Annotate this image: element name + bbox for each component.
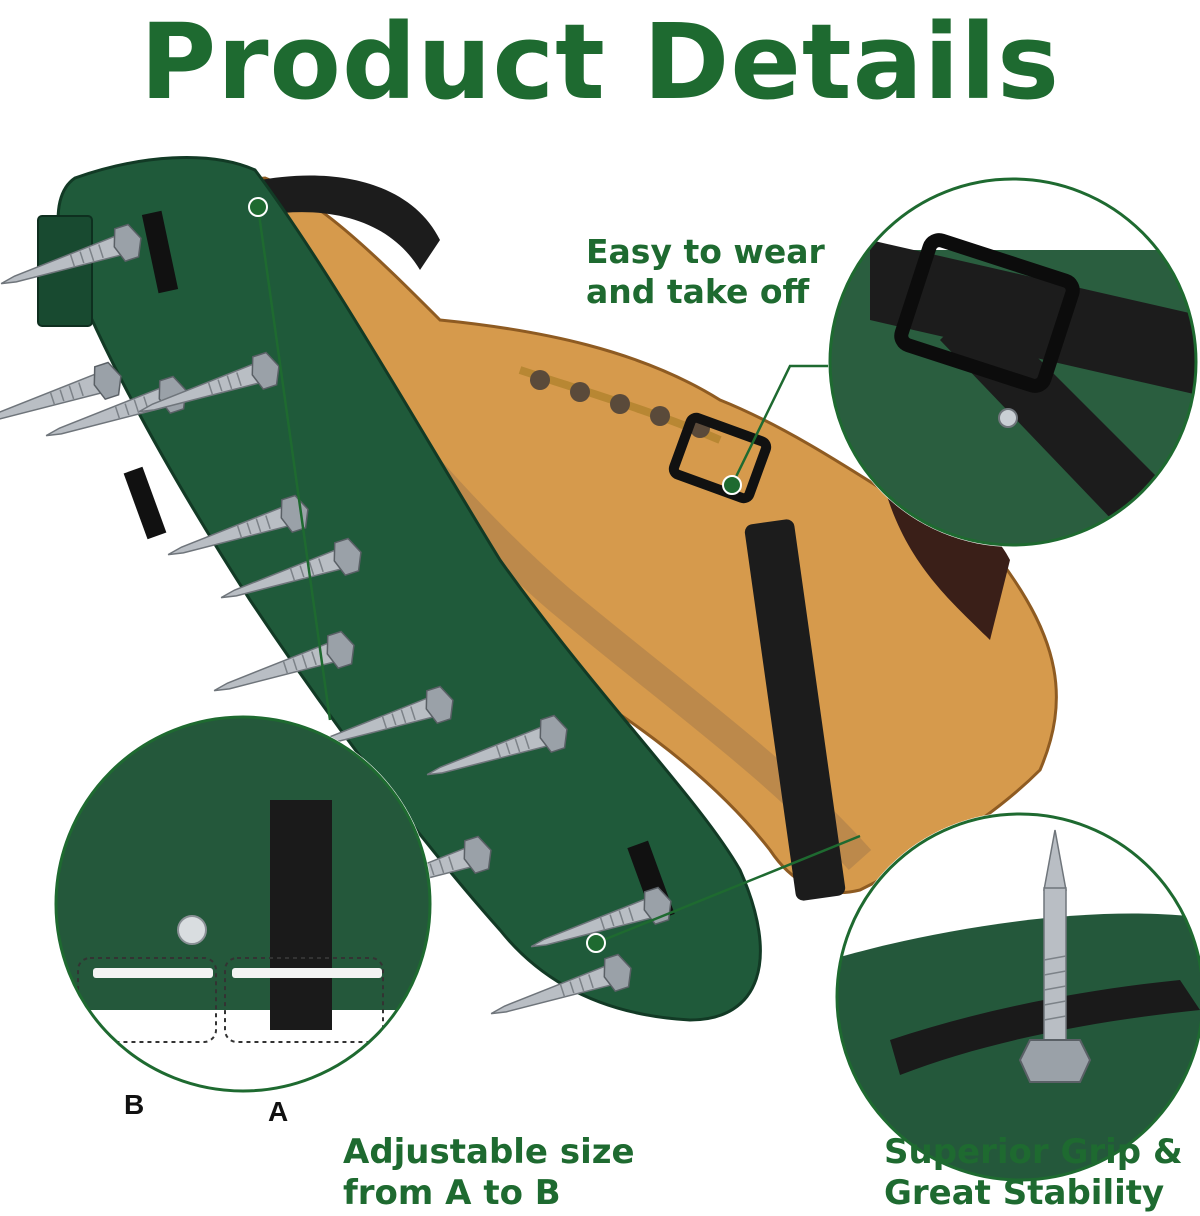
- caption-easy-wear-line2: and take off: [586, 271, 810, 311]
- caption-grip: Superior Grip & Great Stability: [884, 1132, 1183, 1214]
- callout-dots: [248, 197, 742, 953]
- zoom-label-b: B: [124, 1089, 144, 1120]
- caption-grip-line2: Great Stability: [884, 1172, 1165, 1213]
- caption-grip-line1: Superior Grip &: [884, 1132, 1183, 1172]
- zoom-circle-slots: [54, 715, 432, 1093]
- zoom-label-a: A: [268, 1096, 288, 1127]
- caption-easy-wear-line1: Easy to wear: [586, 232, 825, 271]
- caption-easy-wear: Easy to wear and take off: [586, 232, 825, 311]
- caption-adjustable-line1: Adjustable size: [343, 1132, 635, 1172]
- caption-adjustable-line2: from A to B: [343, 1172, 561, 1213]
- caption-adjustable: Adjustable size from A to B: [343, 1132, 635, 1214]
- zoom-circle-spike: [835, 812, 1200, 1182]
- page-title: Product Details: [140, 1, 1060, 123]
- callout-leaders: [256, 206, 861, 945]
